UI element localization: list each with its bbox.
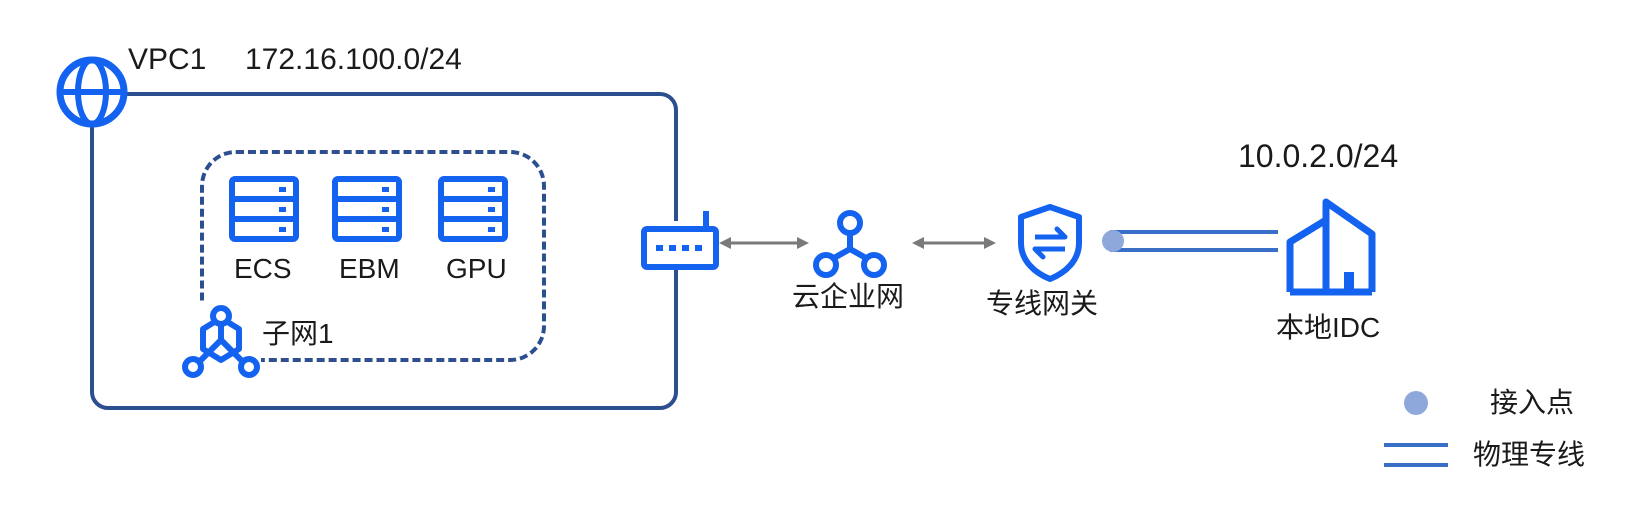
instance-label-ecs: ECS: [234, 253, 292, 284]
physical-line: [1110, 230, 1278, 252]
router-icon: [640, 211, 720, 270]
idc-label: 本地IDC: [1276, 312, 1381, 343]
legend-access-point-label: 接入点: [1490, 387, 1575, 418]
instance-label-ebm: EBM: [339, 253, 400, 284]
cen-icon: [813, 210, 887, 278]
globe-icon: [56, 56, 128, 128]
subnet-label: 子网1: [262, 318, 334, 349]
instance-label-gpu: GPU: [446, 253, 507, 284]
cen-label: 云企业网: [792, 281, 905, 312]
idc-cidr: 10.0.2.0/24: [1238, 138, 1399, 174]
access-point-dot: [1102, 230, 1124, 252]
server-icon-ecs: [229, 176, 299, 242]
legend-dot-icon: [1404, 391, 1428, 415]
legend-line-icon: [1384, 443, 1448, 467]
gateway-shield-icon: [1018, 204, 1082, 282]
vpc-cidr: 172.16.100.0/24: [245, 43, 462, 76]
link-arrow-cen-gateway: [912, 237, 996, 249]
gateway-label: 专线网关: [986, 288, 1099, 319]
subnet-container: [200, 150, 546, 362]
server-icon-gpu: [438, 176, 508, 242]
building-icon: [1286, 198, 1376, 296]
link-arrow-router-cen: [719, 237, 809, 249]
legend-physical-line-label: 物理专线: [1473, 439, 1586, 470]
subnet-icon: [181, 304, 261, 384]
vpc-name: VPC1: [128, 43, 207, 76]
server-icon-ebm: [332, 176, 402, 242]
